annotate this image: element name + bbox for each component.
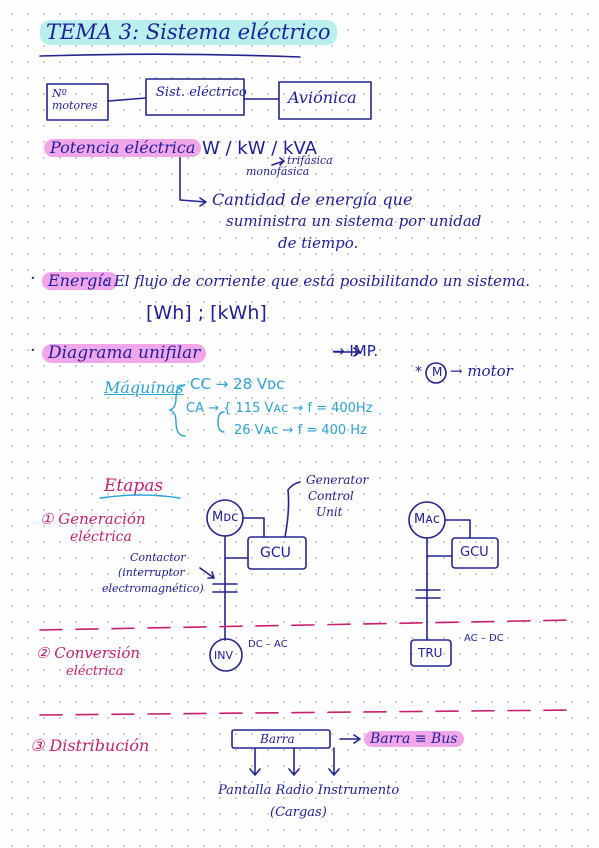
page-title: TEMA 3: Sistema eléctrico bbox=[40, 20, 337, 45]
load-arrow-3 bbox=[328, 747, 340, 776]
maquinas-ca-2: 26 Vᴀᴄ → f = 400 Hz bbox=[234, 423, 367, 438]
barra-box bbox=[231, 729, 331, 749]
mdc-label: Mᴅᴄ bbox=[212, 510, 239, 525]
diagrama-label: Diagrama unifilar bbox=[42, 344, 207, 363]
potencia-label: Potencia eléctrica bbox=[44, 139, 202, 157]
mac-label: Mᴀᴄ bbox=[414, 512, 441, 527]
loads-label: Pantalla Radio Instrumento bbox=[218, 783, 400, 798]
barra-label: Barra bbox=[260, 732, 295, 746]
definition-line-2: suministra un sistema por unidad bbox=[226, 212, 482, 230]
gcu-left-label: GCU bbox=[260, 545, 291, 561]
contactor-line-2: (interruptor bbox=[118, 566, 185, 579]
stage-3-label: ③ Distribución bbox=[30, 736, 150, 755]
box-sist-electrico-label: Sist. eléctrico bbox=[156, 85, 247, 100]
definition-line-3: de tiempo. bbox=[278, 234, 359, 252]
box-motores bbox=[46, 83, 109, 121]
connector-1 bbox=[107, 97, 147, 102]
motor-symbol-circle bbox=[425, 362, 447, 384]
arrow-bus bbox=[339, 734, 361, 744]
bullet-dot-2: · bbox=[30, 340, 36, 361]
energia-units: [Wh] ; [kWh] bbox=[146, 302, 267, 324]
maquinas-brace bbox=[167, 384, 186, 437]
monofasica-label: monofásica bbox=[246, 165, 310, 178]
box-motores-label: Nº motores bbox=[52, 87, 98, 112]
etapas-underline bbox=[99, 494, 181, 499]
gcu-right-box bbox=[451, 537, 499, 569]
load-arrow-2 bbox=[288, 747, 300, 776]
inv-circle bbox=[209, 638, 243, 672]
separator-1 bbox=[39, 619, 576, 631]
diagrama-imp: → IMP. bbox=[332, 342, 379, 360]
box-avionica-label: Aviónica bbox=[288, 88, 357, 107]
maquinas-cc: CC → 28 Vᴅᴄ bbox=[190, 375, 285, 393]
arrow-definition bbox=[179, 151, 207, 207]
gcu-note-line-2: Control bbox=[308, 489, 354, 503]
inv-label: INV bbox=[214, 649, 233, 662]
stage-2-line-2: eléctrica bbox=[66, 664, 124, 679]
definition-line-1: Cantidad de energía que bbox=[212, 190, 413, 209]
ca-brace bbox=[217, 411, 225, 433]
mdc-to-gcu bbox=[242, 517, 265, 538]
trifasica-label: trifásica bbox=[287, 154, 333, 167]
gcu-left-box bbox=[247, 536, 307, 570]
dc-ac-label: DC – AC bbox=[248, 639, 288, 650]
barra-bus-label: Barra ≡ Bus bbox=[364, 731, 464, 747]
potencia-units: W / kW / kVA bbox=[202, 138, 317, 159]
arrow-trifasica bbox=[271, 157, 285, 166]
gcu-note-arrow bbox=[284, 481, 301, 538]
arrow-imp bbox=[333, 347, 361, 357]
energia-label: Energía bbox=[42, 272, 118, 290]
gcu-right-label: GCU bbox=[460, 545, 489, 560]
title-underline bbox=[39, 53, 301, 58]
load-arrow-1 bbox=[249, 747, 261, 776]
tru-box bbox=[410, 639, 452, 667]
contactor-arrow bbox=[199, 567, 215, 579]
contactor-line-1: Contactor bbox=[130, 551, 186, 564]
gcu-note-line-1: Generator bbox=[306, 473, 369, 487]
stage-1-line-1: ① Generación bbox=[40, 510, 146, 528]
motor-symbol-letter: M bbox=[432, 365, 443, 379]
stage-2-line-1: ② Conversión bbox=[36, 644, 141, 662]
energia-text: : El flujo de corriente que está posibil… bbox=[104, 272, 530, 290]
etapas-label: Etapas bbox=[104, 476, 164, 496]
asterisk-icon: * bbox=[415, 364, 422, 380]
maquinas-label: Máquinas bbox=[104, 378, 184, 397]
contactor-line-3: electromagnético) bbox=[102, 582, 204, 595]
mac-to-gcu bbox=[444, 519, 471, 539]
stage-1-line-2: eléctrica bbox=[70, 529, 132, 545]
box-sist-electrico bbox=[145, 78, 245, 116]
maquinas-ca-1: CA → { 115 Vᴀᴄ → f = 400Hz bbox=[186, 401, 373, 416]
ac-dc-label: AC – DC bbox=[464, 633, 504, 644]
bullet-dot-1: · bbox=[30, 268, 36, 289]
separator-2 bbox=[39, 709, 576, 716]
tru-label: TRU bbox=[418, 646, 443, 660]
gcu-note-line-3: Unit bbox=[316, 505, 343, 519]
box-avionica bbox=[278, 81, 372, 120]
motor-note: → motor bbox=[450, 362, 513, 380]
cargas-label: (Cargas) bbox=[270, 805, 327, 820]
